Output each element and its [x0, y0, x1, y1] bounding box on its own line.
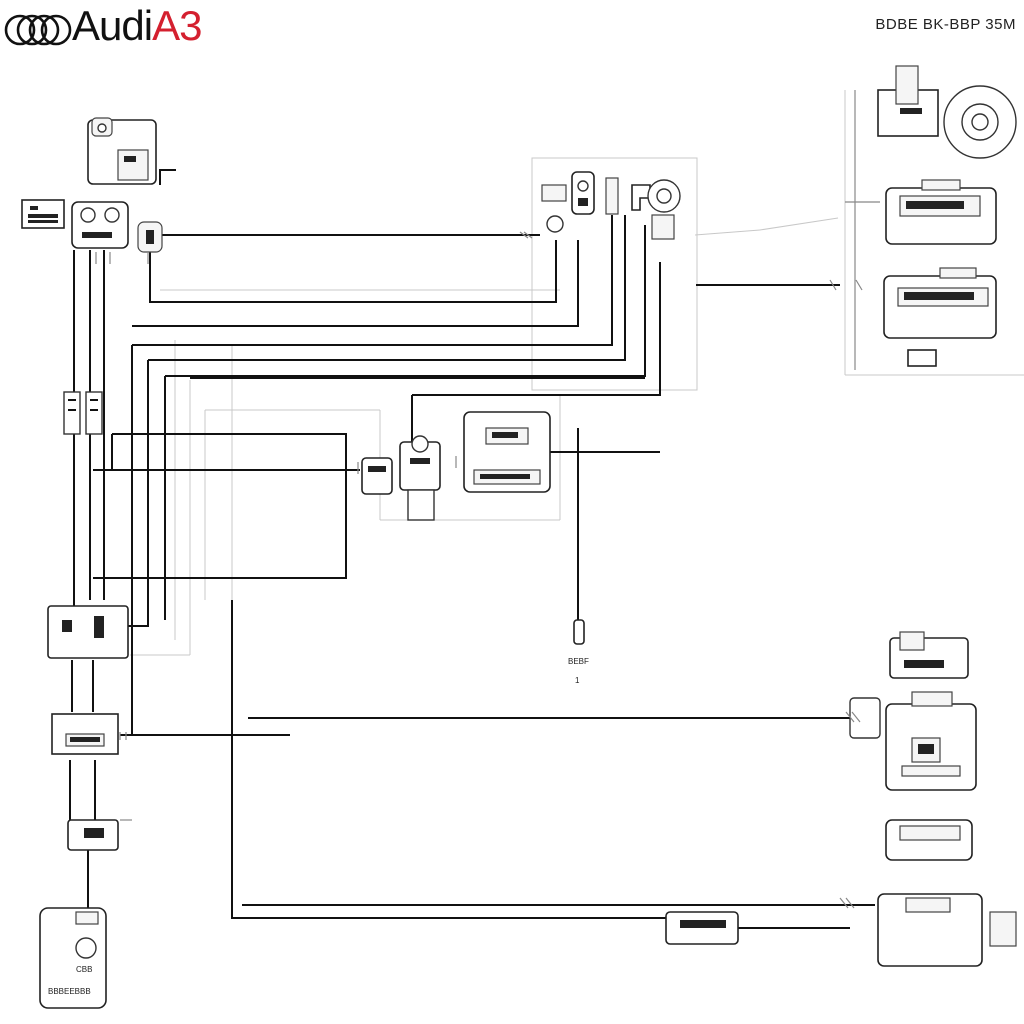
left-switch-assembly — [71, 201, 163, 253]
brand-name: Audi — [72, 2, 153, 49]
middle-sensor: BEBF 1 — [568, 619, 589, 685]
guide-lines — [130, 90, 1024, 656]
audi-rings-logo — [4, 14, 72, 46]
right-lower-cluster — [665, 631, 1017, 967]
middle-sensor-label: BEBF — [568, 657, 589, 666]
brand-title: AudiA3 — [72, 2, 202, 50]
bottom-left-module-label: BBBEEBBB — [48, 987, 91, 996]
center-module — [361, 411, 551, 521]
left-tag-connector — [21, 199, 65, 229]
wiring-harness — [69, 90, 880, 929]
right-upper-cluster — [877, 65, 1017, 367]
left-lower-modules: CBB BBBEEBBB — [39, 605, 129, 1009]
top-middle-sensors — [541, 171, 681, 240]
inline-connectors-left — [63, 391, 103, 435]
middle-sensor-pin: 1 — [575, 676, 580, 685]
model-name: A3 — [152, 2, 202, 49]
diagram-code: BDBE BK-BBP 35M — [875, 16, 1016, 33]
top-left-control-unit — [87, 117, 157, 185]
bottom-left-module-small: CBB — [76, 965, 92, 974]
terminal-markers — [95, 231, 863, 909]
